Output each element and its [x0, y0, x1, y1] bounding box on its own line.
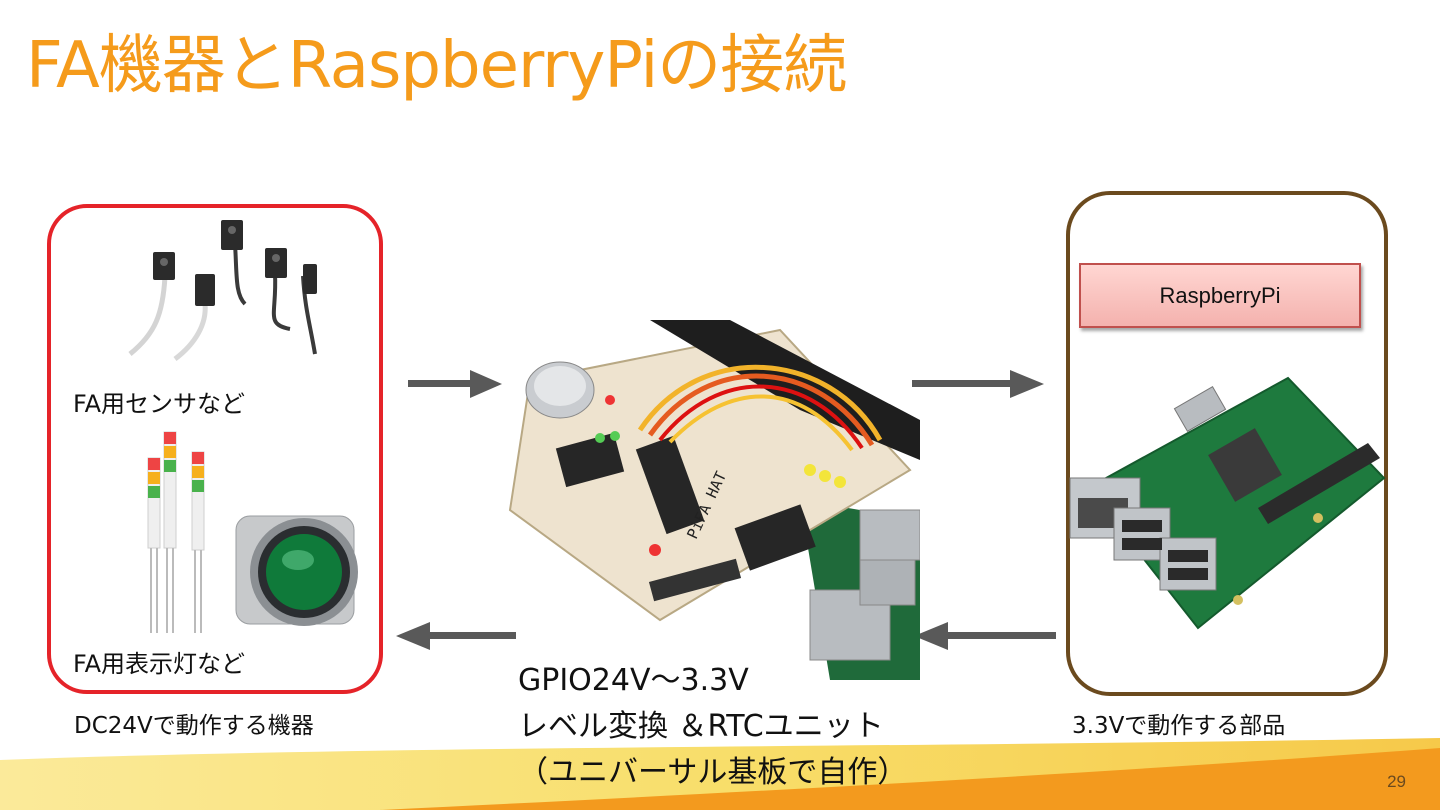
arrow-right-to-raspberrypi	[912, 370, 1044, 398]
board-caption: GPIO24V～3.3V レベル変換 ＆RTCユニット （ユニバーサル基板で自作…	[518, 658, 907, 796]
board-caption-line-2: レベル変換 ＆RTCユニット	[518, 709, 884, 744]
raspberrypi-label-box: RaspberryPi	[1079, 263, 1361, 328]
arrow-right-to-board	[408, 370, 502, 398]
board-caption-line-3: （ユニバーサル基板で自作）	[518, 755, 908, 790]
fa-sensor-image	[128, 220, 317, 361]
page-number: 29	[1387, 772, 1406, 791]
raspberrypi-image	[1069, 376, 1386, 630]
board-caption-line-1: GPIO24V～3.3V	[518, 663, 749, 698]
fa-device-frame	[47, 204, 383, 694]
lamp-label: FA用表示灯など	[73, 650, 246, 678]
dc24v-caption: DC24Vで動作する機器	[74, 713, 314, 739]
3v3-caption: 3.3Vで動作する部品	[1072, 713, 1286, 739]
arrow-left-to-fa-device	[396, 622, 516, 650]
slide-title: FA機器とRaspberryPiの接続	[26, 29, 847, 103]
raspberrypi-frame	[1066, 191, 1388, 696]
sensor-label: FA用センサなど	[73, 390, 246, 418]
fa-indicator-lamp-image	[147, 431, 358, 633]
arrow-left-to-board	[914, 622, 1056, 650]
level-converter-board-image: PiFA HAT	[508, 320, 920, 680]
